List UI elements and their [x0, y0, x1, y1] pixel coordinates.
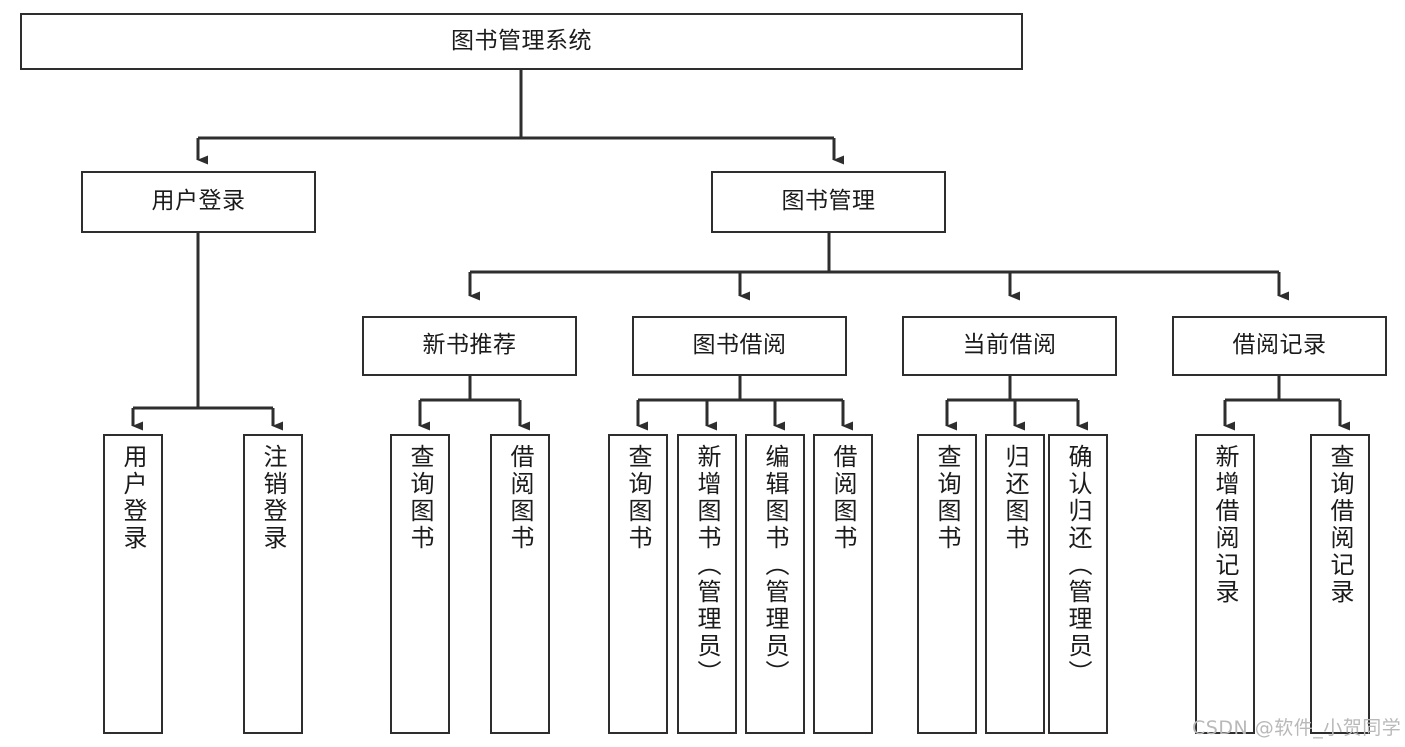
leaf-logout[interactable]: 注销登录 — [243, 434, 303, 734]
leaf-borrow-edit-book-admin[interactable]: 编辑图书（管理员） — [745, 434, 805, 734]
node-label: 借阅图书 — [506, 444, 534, 552]
node-label: 用户登录 — [151, 188, 246, 215]
leaf-newbook-borrow-book[interactable]: 借阅图书 — [490, 434, 550, 734]
node-label: 图书借阅 — [692, 332, 787, 359]
leaf-current-query-book[interactable]: 查询图书 — [917, 434, 977, 734]
node-label: 用户登录 — [119, 444, 147, 552]
node-new-book-recommend[interactable]: 新书推荐 — [362, 316, 577, 376]
node-label: 新增图书（管理员） — [693, 444, 721, 687]
node-label: 归还图书 — [1001, 444, 1029, 552]
leaf-user-login[interactable]: 用户登录 — [103, 434, 163, 734]
node-root-book-management-system[interactable]: 图书管理系统 — [20, 13, 1023, 70]
node-label: 编辑图书（管理员） — [761, 444, 789, 687]
node-current-borrow[interactable]: 当前借阅 — [902, 316, 1117, 376]
node-label: 确认归还（管理员） — [1064, 444, 1092, 687]
leaf-record-query-record[interactable]: 查询借阅记录 — [1310, 434, 1370, 734]
node-label: 图书管理 — [781, 188, 876, 215]
leaf-borrow-query-book[interactable]: 查询图书 — [608, 434, 668, 734]
node-label: 新书推荐 — [422, 332, 517, 359]
node-label: 借阅记录 — [1232, 332, 1327, 359]
node-label: 借阅图书 — [829, 444, 857, 552]
node-label: 注销登录 — [259, 444, 287, 552]
leaf-borrow-add-book-admin[interactable]: 新增图书（管理员） — [677, 434, 737, 734]
node-label: 查询图书 — [624, 444, 652, 552]
node-book-management[interactable]: 图书管理 — [711, 171, 946, 233]
node-label: 查询图书 — [933, 444, 961, 552]
node-borrow-record[interactable]: 借阅记录 — [1172, 316, 1387, 376]
leaf-current-return-book[interactable]: 归还图书 — [985, 434, 1045, 734]
node-book-borrow[interactable]: 图书借阅 — [632, 316, 847, 376]
node-label: 新增借阅记录 — [1211, 444, 1239, 606]
leaf-newbook-query-book[interactable]: 查询图书 — [390, 434, 450, 734]
leaf-record-add-record[interactable]: 新增借阅记录 — [1195, 434, 1255, 734]
leaf-borrow-borrow-book[interactable]: 借阅图书 — [813, 434, 873, 734]
node-user-login[interactable]: 用户登录 — [81, 171, 316, 233]
csdn-watermark: CSDN @软件_小贺同学 — [1192, 717, 1402, 739]
leaf-current-confirm-return-admin[interactable]: 确认归还（管理员） — [1048, 434, 1108, 734]
node-label: 查询图书 — [406, 444, 434, 552]
node-label: 查询借阅记录 — [1326, 444, 1354, 606]
node-label: 图书管理系统 — [451, 27, 592, 54]
node-label: 当前借阅 — [962, 332, 1057, 359]
